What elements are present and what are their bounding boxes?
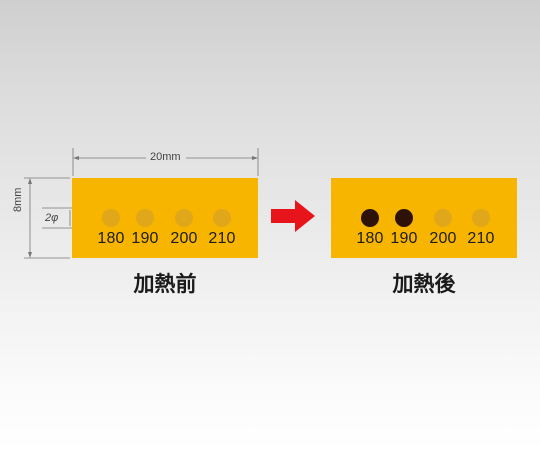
temp-label: 180 — [356, 230, 384, 247]
indicator-dot-200 — [175, 209, 193, 227]
width-arrowhead-right — [252, 156, 258, 160]
temp-label: 190 — [131, 230, 159, 247]
temp-label: 210 — [467, 230, 495, 247]
indicator-dot-210 — [213, 209, 231, 227]
width-dimension-label: 20mm — [150, 151, 181, 163]
indicator-dot-210 — [472, 209, 490, 227]
label-after-heating: 180 190 200 210 — [331, 178, 517, 258]
temp-label: 200 — [429, 230, 457, 247]
label-before-heating: 180 190 200 210 — [72, 178, 258, 258]
arrow-right-icon — [271, 200, 315, 232]
indicator-dot-180 — [361, 209, 379, 227]
caption-before-heating: 加熱前 — [133, 272, 197, 296]
indicator-dot-190 — [395, 209, 413, 227]
height-arrowhead-bottom — [28, 252, 32, 258]
indicator-dot-180 — [102, 209, 120, 227]
diameter-dimension-label: 2φ — [45, 212, 59, 224]
indicator-dot-200 — [434, 209, 452, 227]
temp-label: 210 — [208, 230, 236, 247]
temp-label: 200 — [170, 230, 198, 247]
indicator-dot-190 — [136, 209, 154, 227]
temp-label: 190 — [390, 230, 418, 247]
height-arrowhead-top — [28, 178, 32, 184]
height-dimension-label: 8mm — [12, 187, 24, 212]
temp-label: 180 — [97, 230, 125, 247]
caption-after-heating: 加熱後 — [392, 272, 456, 296]
width-arrowhead-left — [73, 156, 79, 160]
